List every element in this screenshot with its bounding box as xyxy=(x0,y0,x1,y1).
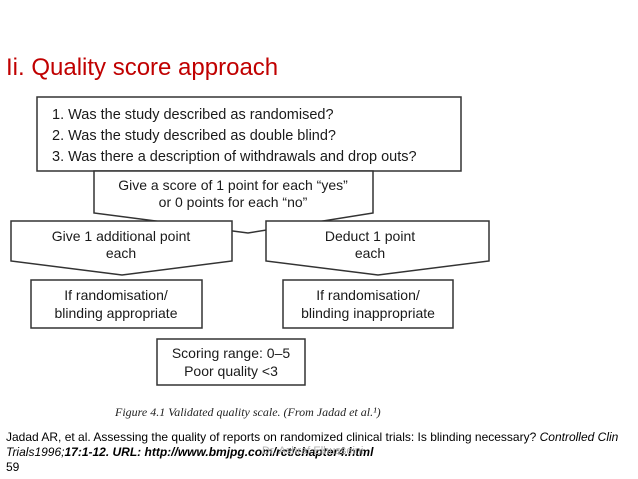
citation-journal: Controlled Clin Trials xyxy=(6,430,619,459)
figure-caption: Figure 4.1 Validated quality scale. (Fro… xyxy=(114,405,381,419)
right-arrow-line-1: Deduct 1 point xyxy=(325,228,415,244)
right-arrow xyxy=(265,220,490,276)
scoring-range-box xyxy=(156,338,306,386)
right-arrow-line-2: each xyxy=(355,245,385,261)
watermark: Dr. Ashraf Elhusseini xyxy=(262,445,364,457)
right-box-line-2: blinding inappropriate xyxy=(301,305,435,321)
questions-box xyxy=(36,96,462,172)
scoring-range-line-2: Poor quality <3 xyxy=(184,363,278,379)
slide-number: 59 xyxy=(6,460,20,474)
citation-year: 1996; xyxy=(34,445,65,459)
question-3: 3. Was there a description of withdrawal… xyxy=(52,149,417,165)
scoring-range-line-1: Scoring range: 0–5 xyxy=(172,345,291,361)
right-box-line-1: If randomisation/ xyxy=(316,287,420,303)
left-box-line-2: blinding appropriate xyxy=(55,305,178,321)
scoring-rule-line-2: or 0 points for each “no” xyxy=(159,194,308,210)
slide-title: Ii. Quality score approach xyxy=(6,54,279,81)
left-arrow xyxy=(10,220,233,276)
citation-volume-url: 17:1-12. URL: http://www.bmjpg.com/rct/c… xyxy=(64,445,374,459)
citation: Jadad AR, et al. Assessing the quality o… xyxy=(6,430,634,460)
right-box xyxy=(282,279,454,329)
scoring-rule-line-1: Give a score of 1 point for each “yes” xyxy=(118,177,348,193)
left-box xyxy=(30,279,203,329)
left-box-line-1: If randomisation/ xyxy=(64,287,168,303)
question-2: 2. Was the study described as double bli… xyxy=(52,128,336,144)
citation-text: Jadad AR, et al. Assessing the quality o… xyxy=(6,430,540,444)
left-arrow-line-1: Give 1 additional point xyxy=(52,228,191,244)
left-arrow-line-2: each xyxy=(106,245,136,261)
question-1: 1. Was the study described as randomised… xyxy=(52,107,334,123)
